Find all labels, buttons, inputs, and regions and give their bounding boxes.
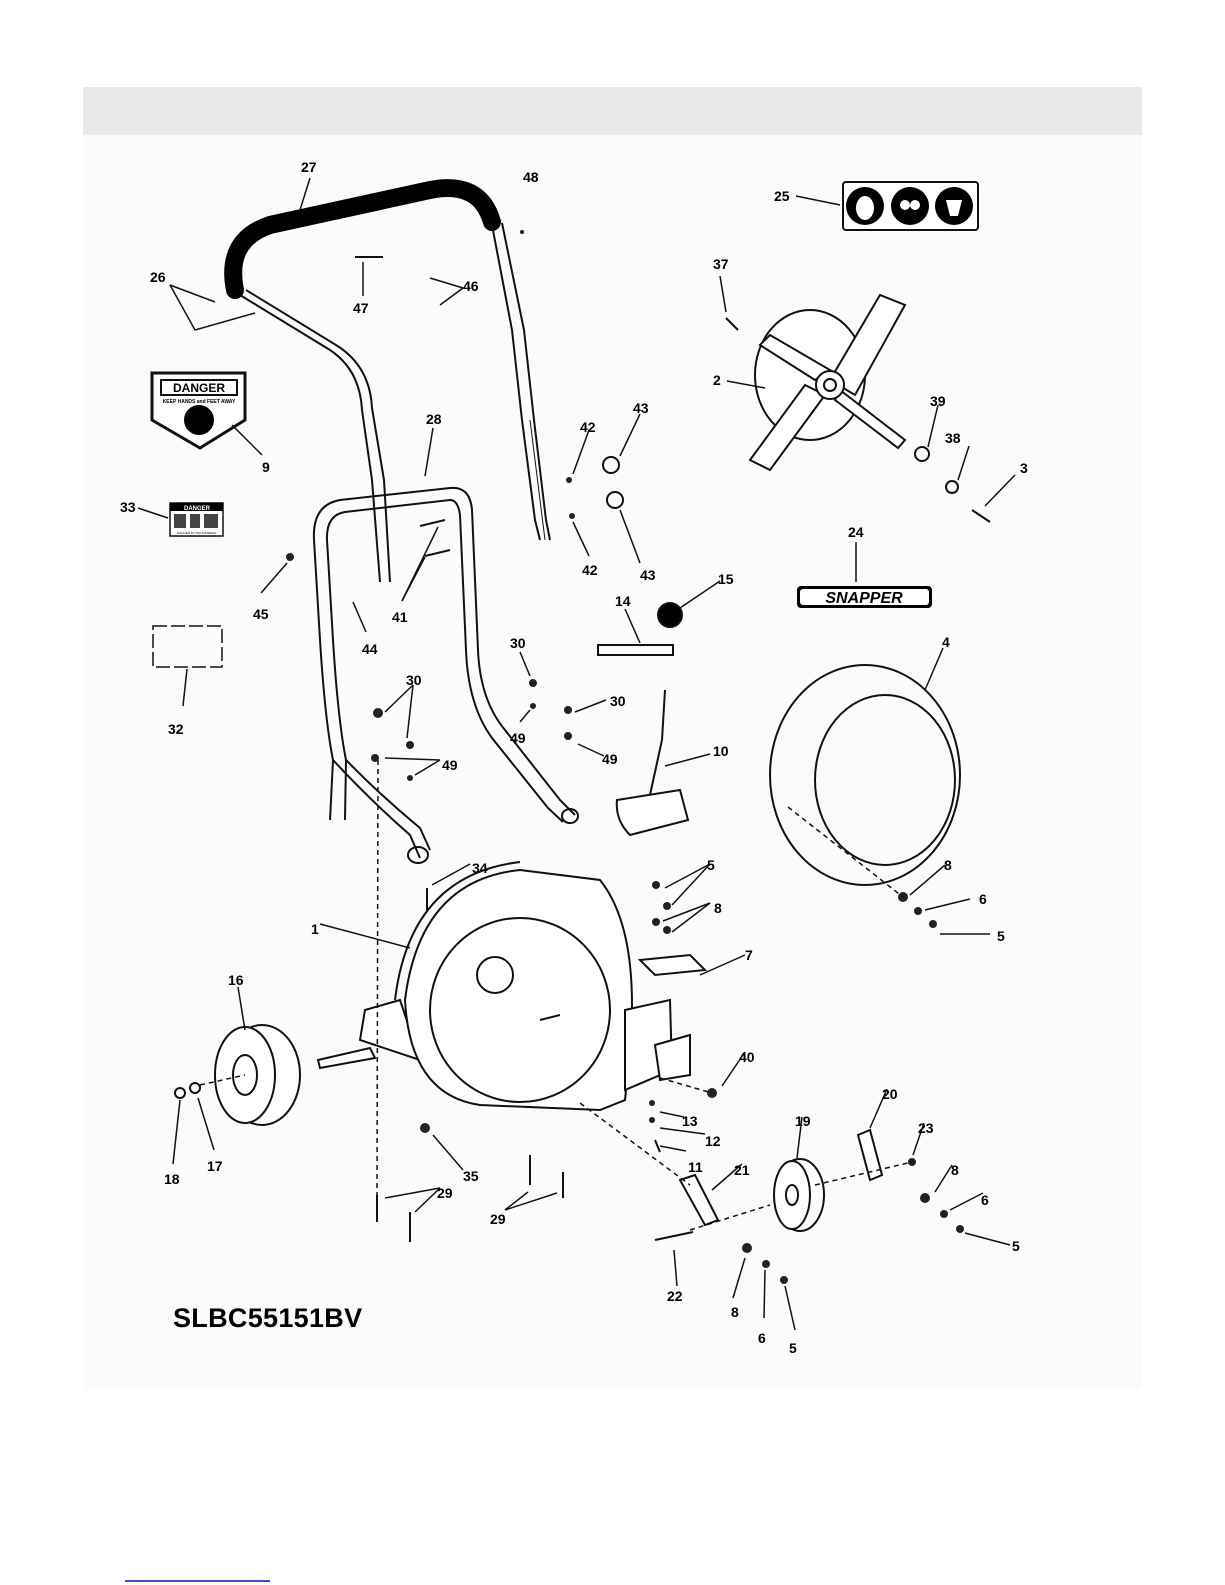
callout-24: 24 xyxy=(848,524,864,540)
danger-decal-main-title: DANGER xyxy=(173,381,225,395)
callout-42-lower: 42 xyxy=(582,562,598,578)
callout-13: 13 xyxy=(682,1113,698,1129)
brand-decal: SNAPPER xyxy=(797,586,932,608)
callout-35: 35 xyxy=(463,1168,479,1184)
callout-32: 32 xyxy=(168,721,184,737)
callout-8-b: 8 xyxy=(714,900,722,916)
brand-decal-text: SNAPPER xyxy=(825,590,903,607)
callout-10: 10 xyxy=(713,743,729,759)
lower-handle-frame xyxy=(314,488,578,863)
callout-19: 19 xyxy=(795,1113,811,1129)
right-wheel xyxy=(774,1159,824,1231)
callout-3: 3 xyxy=(1020,460,1028,476)
callout-29-a: 29 xyxy=(437,1185,453,1201)
callout-4: 4 xyxy=(942,634,950,650)
danger-decal-small-title: DANGER xyxy=(184,506,211,512)
callout-38: 38 xyxy=(945,430,961,446)
left-wheel xyxy=(215,1025,375,1125)
callout-48: 48 xyxy=(523,169,539,185)
callout-26: 26 xyxy=(150,269,166,285)
callout-44: 44 xyxy=(362,641,378,657)
callout-42-upper: 42 xyxy=(580,419,596,435)
callout-7: 7 xyxy=(745,947,753,963)
callout-9: 9 xyxy=(262,459,270,475)
callout-8-d: 8 xyxy=(731,1304,739,1320)
callout-6-c: 6 xyxy=(758,1330,766,1346)
callout-5-b: 5 xyxy=(997,928,1005,944)
upper-handle xyxy=(233,188,550,582)
danger-decal-main: DANGER KEEP HANDS and FEET AWAY xyxy=(152,373,245,448)
brackets xyxy=(640,955,882,1225)
callout-2: 2 xyxy=(713,372,721,388)
callout-45: 45 xyxy=(253,606,269,622)
callout-23: 23 xyxy=(918,1120,934,1136)
callout-47: 47 xyxy=(353,300,369,316)
callout-43-lower: 43 xyxy=(640,567,656,583)
callout-5-d: 5 xyxy=(789,1340,797,1356)
callout-41: 41 xyxy=(392,609,408,625)
callout-labels: 27 48 25 26 47 46 37 2 9 39 43 42 28 38 … xyxy=(120,159,1028,1356)
leader-lines xyxy=(138,178,1015,1330)
callout-11: 11 xyxy=(688,1159,703,1175)
callout-39: 39 xyxy=(930,393,946,409)
danger-decal-small: DANGER DANGER FLYING MATERIAL xyxy=(170,503,223,536)
callout-49-c: 49 xyxy=(602,751,618,767)
callout-20: 20 xyxy=(882,1086,898,1102)
callout-18: 18 xyxy=(164,1171,180,1187)
blower-housing xyxy=(360,862,690,1110)
impeller xyxy=(750,295,905,470)
deflector-assembly xyxy=(598,603,688,835)
callout-14: 14 xyxy=(615,593,631,609)
callout-28: 28 xyxy=(426,411,442,427)
callout-37: 37 xyxy=(713,256,729,272)
callout-17: 17 xyxy=(207,1158,223,1174)
callout-33: 33 xyxy=(120,499,136,515)
callout-27: 27 xyxy=(301,159,317,175)
callout-6-b: 6 xyxy=(981,1192,989,1208)
model-number-title: SLBC55151BV xyxy=(173,1303,362,1334)
callout-5-c: 5 xyxy=(1012,1238,1020,1254)
callout-34: 34 xyxy=(472,860,488,876)
callout-5-a: 5 xyxy=(707,857,715,873)
footer-link-underline xyxy=(125,1580,270,1582)
callout-30-b: 30 xyxy=(406,672,422,688)
callout-46: 46 xyxy=(463,278,479,294)
callout-16: 16 xyxy=(228,972,244,988)
callout-8-a: 8 xyxy=(944,857,952,873)
callout-49-b: 49 xyxy=(442,757,458,773)
callout-22: 22 xyxy=(667,1288,683,1304)
callout-25: 25 xyxy=(774,188,790,204)
callout-6-a: 6 xyxy=(979,891,987,907)
ppe-decal xyxy=(843,182,978,230)
callout-29-b: 29 xyxy=(490,1211,506,1227)
danger-decal-small-subtitle: DANGER FLYING MATERIAL xyxy=(177,531,217,535)
housing-cover-ring xyxy=(770,665,960,885)
callout-43-upper: 43 xyxy=(633,400,649,416)
callout-15: 15 xyxy=(718,571,734,587)
danger-decal-main-subtitle: KEEP HANDS and FEET AWAY xyxy=(163,399,236,405)
callout-1: 1 xyxy=(311,921,319,937)
callout-30-a: 30 xyxy=(510,635,526,651)
callout-21: 21 xyxy=(734,1162,750,1178)
callout-30-c: 30 xyxy=(610,693,626,709)
callout-12: 12 xyxy=(705,1133,721,1149)
callout-8-c: 8 xyxy=(951,1162,959,1178)
decal-placeholder-32 xyxy=(153,626,222,667)
callout-49-a: 49 xyxy=(510,730,526,746)
callout-40: 40 xyxy=(739,1049,755,1065)
